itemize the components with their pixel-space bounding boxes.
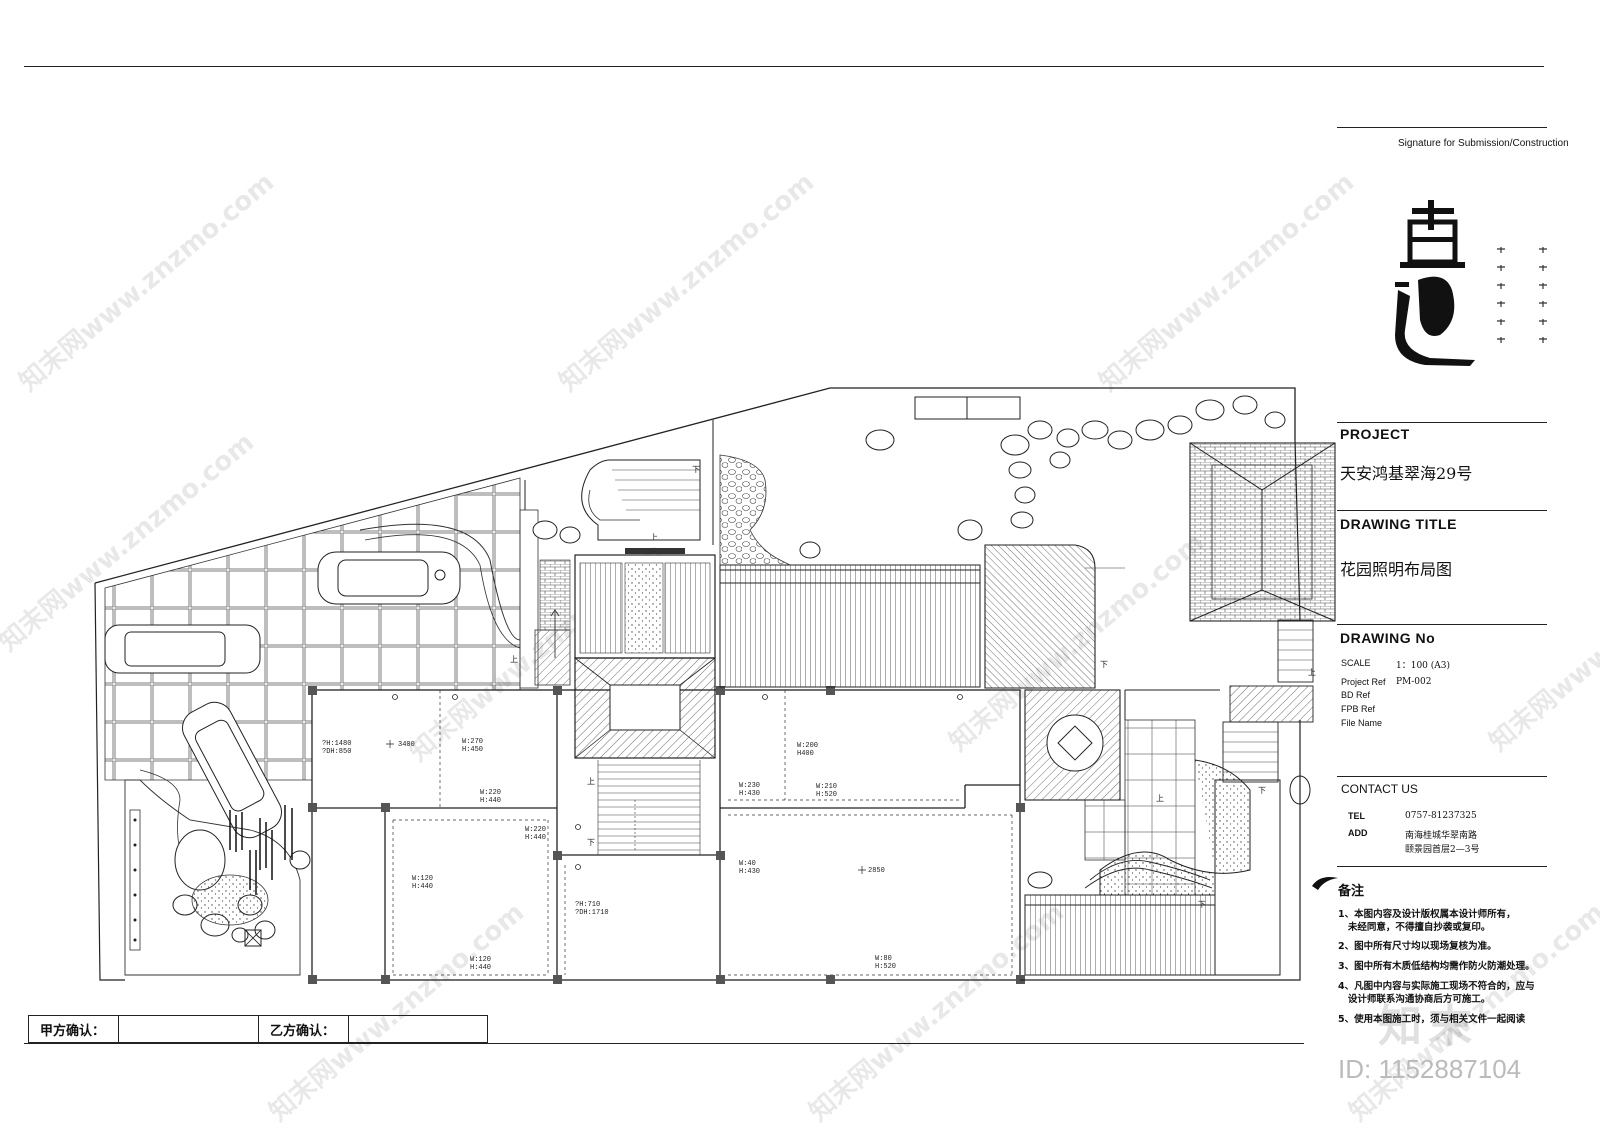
dimension-label: W:40 H:430 xyxy=(739,860,761,876)
confirm-divider xyxy=(348,1015,349,1042)
dimension-label: W:220 H:440 xyxy=(525,826,547,842)
tel-key: TEL xyxy=(1348,811,1365,821)
dimension-label: W:200 H400 xyxy=(797,742,819,758)
contact-section-line xyxy=(1337,776,1547,777)
file-name-key: File Name xyxy=(1341,718,1383,728)
stair-label: 下 xyxy=(1198,901,1206,910)
stair-label: 上 xyxy=(1308,669,1316,678)
drawing-title-value: 花园照明布局图 xyxy=(1340,560,1453,579)
dimension-label: W:210 H:520 xyxy=(816,783,838,799)
stair-label: 下 xyxy=(587,839,595,848)
scale-value: 1：100 (A3) xyxy=(1396,661,1451,671)
level-label: 2850 xyxy=(868,867,885,875)
bd-ref-key: BD Ref xyxy=(1341,690,1371,700)
stair-label: 下 xyxy=(692,466,700,475)
image-id: ID: 1152887104 xyxy=(1338,1054,1522,1084)
note-item: 2、图中所有尺寸均以现场复核为准。 xyxy=(1338,941,1497,952)
address-key: ADD xyxy=(1348,828,1368,838)
stair-label: 下 xyxy=(1100,661,1108,670)
note-item: 4、凡图中内容与实际施工现场不符合的，应与 xyxy=(1338,981,1535,992)
party-b-confirm-label: 乙方确认： xyxy=(270,1024,336,1039)
notes-brush-icon xyxy=(1312,877,1338,890)
stair-label: 上 xyxy=(650,534,658,543)
tel-value: 0757-81237325 xyxy=(1405,811,1477,821)
address-line-2: 颐景园首层2—3号 xyxy=(1405,845,1480,855)
dimension-label: W:230 H:430 xyxy=(739,782,761,798)
bottom-border-line xyxy=(24,1043,1304,1044)
note-item: 未经同意，不得擅自抄袭或复印。 xyxy=(1338,922,1491,933)
dimension-label: ?H:1480 ?DH:850 xyxy=(322,740,352,756)
brand-mark: 知末 xyxy=(1378,1001,1478,1052)
drawing-title-label: DRAWING TITLE xyxy=(1340,516,1457,532)
title-block-top-line xyxy=(1337,127,1547,128)
studio-logo xyxy=(1395,200,1475,366)
logo-caption-glyphs xyxy=(1497,247,1547,343)
project-section-line xyxy=(1337,422,1547,423)
notes-section-line xyxy=(1337,866,1547,867)
project-ref-key: Project Ref xyxy=(1341,677,1386,687)
notes-title: 备注 xyxy=(1338,884,1365,899)
project-ref-value: PM-002 xyxy=(1396,677,1432,687)
dimension-label: W:220 H:440 xyxy=(480,789,502,805)
stair-label: 上 xyxy=(510,656,518,665)
stair-label: 上 xyxy=(1156,795,1164,804)
address-line-1: 南海桂城华翠南路 xyxy=(1405,831,1478,841)
stair-label: 下 xyxy=(1258,787,1266,796)
dimension-label: W:120 H:440 xyxy=(412,875,434,891)
dimension-label: W:80 H:520 xyxy=(875,955,897,971)
scale-key: SCALE xyxy=(1341,658,1371,668)
party-a-confirm-label: 甲方确认： xyxy=(40,1024,106,1039)
project-name: 天安鸿基翠海29号 xyxy=(1340,464,1473,483)
note-item: 设计师联系沟通协商后方可施工。 xyxy=(1338,994,1491,1005)
drawing-title-section-line xyxy=(1337,510,1547,511)
confirm-divider xyxy=(258,1015,259,1042)
project-label: PROJECT xyxy=(1340,426,1410,442)
top-border-line xyxy=(24,66,1544,67)
fpb-ref-key: FPB Ref xyxy=(1341,704,1376,714)
contact-label: CONTACT US xyxy=(1341,782,1418,796)
note-item: 1、本图内容及设计版权属本设计师所有， xyxy=(1338,909,1516,920)
dimension-label: W:120 H:440 xyxy=(470,956,492,972)
dimension-label: W:270 H:450 xyxy=(462,738,484,754)
signature-header: Signature for Submission/Construction xyxy=(1398,138,1568,149)
drawing-no-label: DRAWING No xyxy=(1340,630,1436,646)
stair-label: 上 xyxy=(587,778,595,787)
dimension-label: ?H:710 ?DH:1710 xyxy=(575,901,609,917)
note-item: 5、使用本图施工时，须与相关文件一起阅读 xyxy=(1338,1014,1526,1025)
confirm-divider xyxy=(118,1015,119,1042)
level-label: 3400 xyxy=(398,741,415,749)
drawing-no-section-line xyxy=(1337,624,1547,625)
note-item: 3、图中所有木质低结构均需作防火防潮处理。 xyxy=(1338,961,1535,972)
